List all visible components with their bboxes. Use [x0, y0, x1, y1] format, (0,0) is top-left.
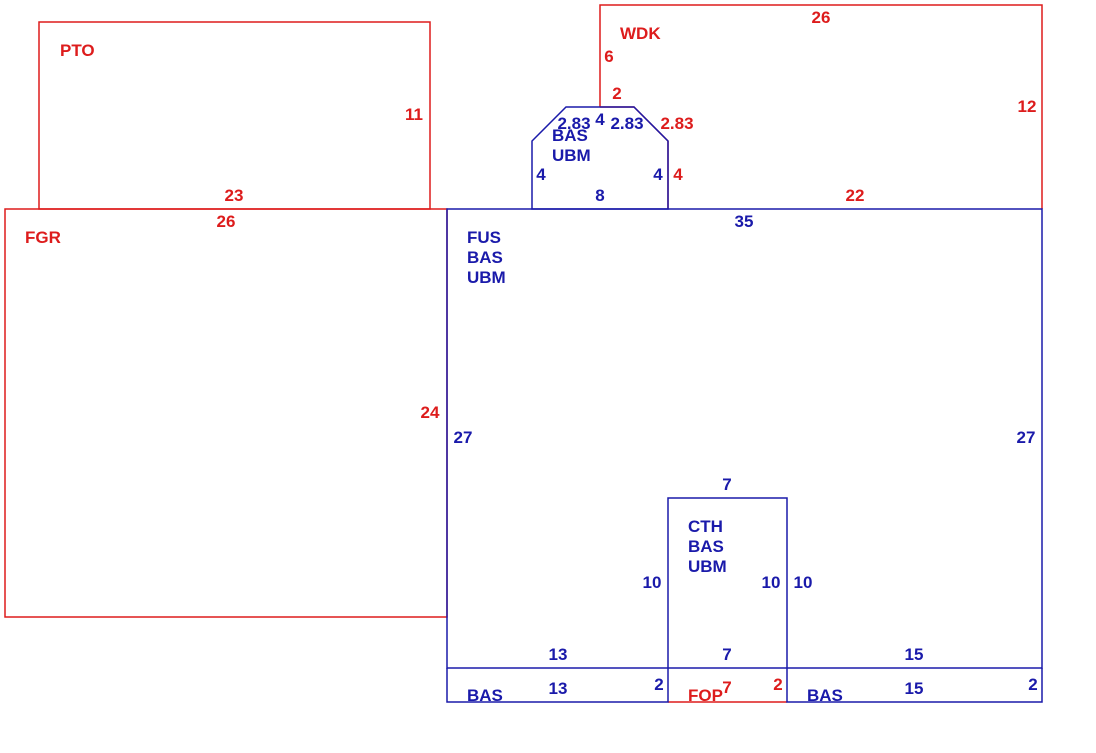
fus-left-dimension: 27 [454, 428, 473, 447]
bay-top-dimension: 4 [595, 110, 605, 129]
bas-left-code-label: BAS [467, 686, 503, 705]
bas-left-width-dimension: 13 [549, 679, 568, 698]
fus-bas-label: BAS [467, 248, 503, 267]
bas-right-height-dimension: 2 [1028, 675, 1037, 694]
cth-right-outer-dimension: 10 [794, 573, 813, 592]
cth-top-dimension: 7 [722, 475, 731, 494]
fus-ubm-label: UBM [467, 268, 506, 287]
cth-bottom-dimension: 7 [722, 645, 731, 664]
wdk-step-dimension: 2 [612, 84, 621, 103]
blue-labels: FUS BAS UBM 35 27 27 13 15 BAS UBM 2.83 … [454, 110, 1038, 705]
fus-top-dimension: 35 [735, 212, 754, 231]
wdk-bottom-dimension: 22 [846, 186, 865, 205]
wdk-code-label: WDK [620, 24, 661, 43]
fgr-code-label: FGR [25, 228, 61, 247]
blue-outlines [446, 106, 1043, 703]
fus-bottom-right-dimension: 15 [905, 645, 924, 664]
bas-left-height-dimension: 2 [654, 675, 663, 694]
bay-left-dimension: 4 [536, 165, 546, 184]
bas-right-outline [786, 668, 1043, 703]
wdk-jog-dimension: 4 [673, 165, 683, 184]
cth-right-inner-dimension: 10 [762, 573, 781, 592]
wdk-top-dimension: 26 [812, 8, 831, 27]
red-labels: PTO 23 11 WDK 26 6 12 2 2.83 4 22 FGR 26… [25, 8, 1036, 705]
bay-diagonal-left-dimension: 2.83 [557, 114, 590, 133]
bay-bottom-dimension: 8 [595, 186, 604, 205]
fgr-top-dimension: 26 [217, 212, 236, 231]
red-outlines [4, 4, 1043, 703]
fus-bottom-left-dimension: 13 [549, 645, 568, 664]
fop-height-dimension: 2 [773, 675, 782, 694]
cth-left-dimension: 10 [643, 573, 662, 592]
fus-code-label: FUS [467, 228, 501, 247]
wdk-left-dimension: 6 [604, 47, 613, 66]
cth-outline [667, 497, 788, 668]
fop-code-label: FOP [688, 686, 723, 705]
cth-ubm-label: UBM [688, 557, 727, 576]
wdk-diagonal-dimension: 2.83 [660, 114, 693, 133]
bay-ubm-label: UBM [552, 146, 591, 165]
pto-top-dimension: 23 [225, 186, 244, 205]
fus-outline [446, 208, 1043, 669]
pto-outline [38, 21, 431, 210]
pto-code-label: PTO [60, 41, 95, 60]
bay-outline [531, 106, 669, 210]
fgr-right-dimension: 24 [421, 403, 440, 422]
bas-left-outline [446, 668, 669, 703]
fop-width-dimension: 7 [722, 678, 731, 697]
bas-right-width-dimension: 15 [905, 679, 924, 698]
bay-diagonal-right-dimension: 2.83 [610, 114, 643, 133]
cth-bas-label: BAS [688, 537, 724, 556]
bay-right-dimension: 4 [653, 165, 663, 184]
pto-right-dimension: 11 [405, 105, 423, 124]
wdk-right-dimension: 12 [1018, 97, 1037, 116]
bas-right-code-label: BAS [807, 686, 843, 705]
bay-bas-label: BAS [552, 126, 588, 145]
wdk-outline [599, 4, 1043, 209]
cth-code-label: CTH [688, 517, 723, 536]
fgr-outline [4, 208, 448, 618]
fus-right-dimension: 27 [1017, 428, 1036, 447]
